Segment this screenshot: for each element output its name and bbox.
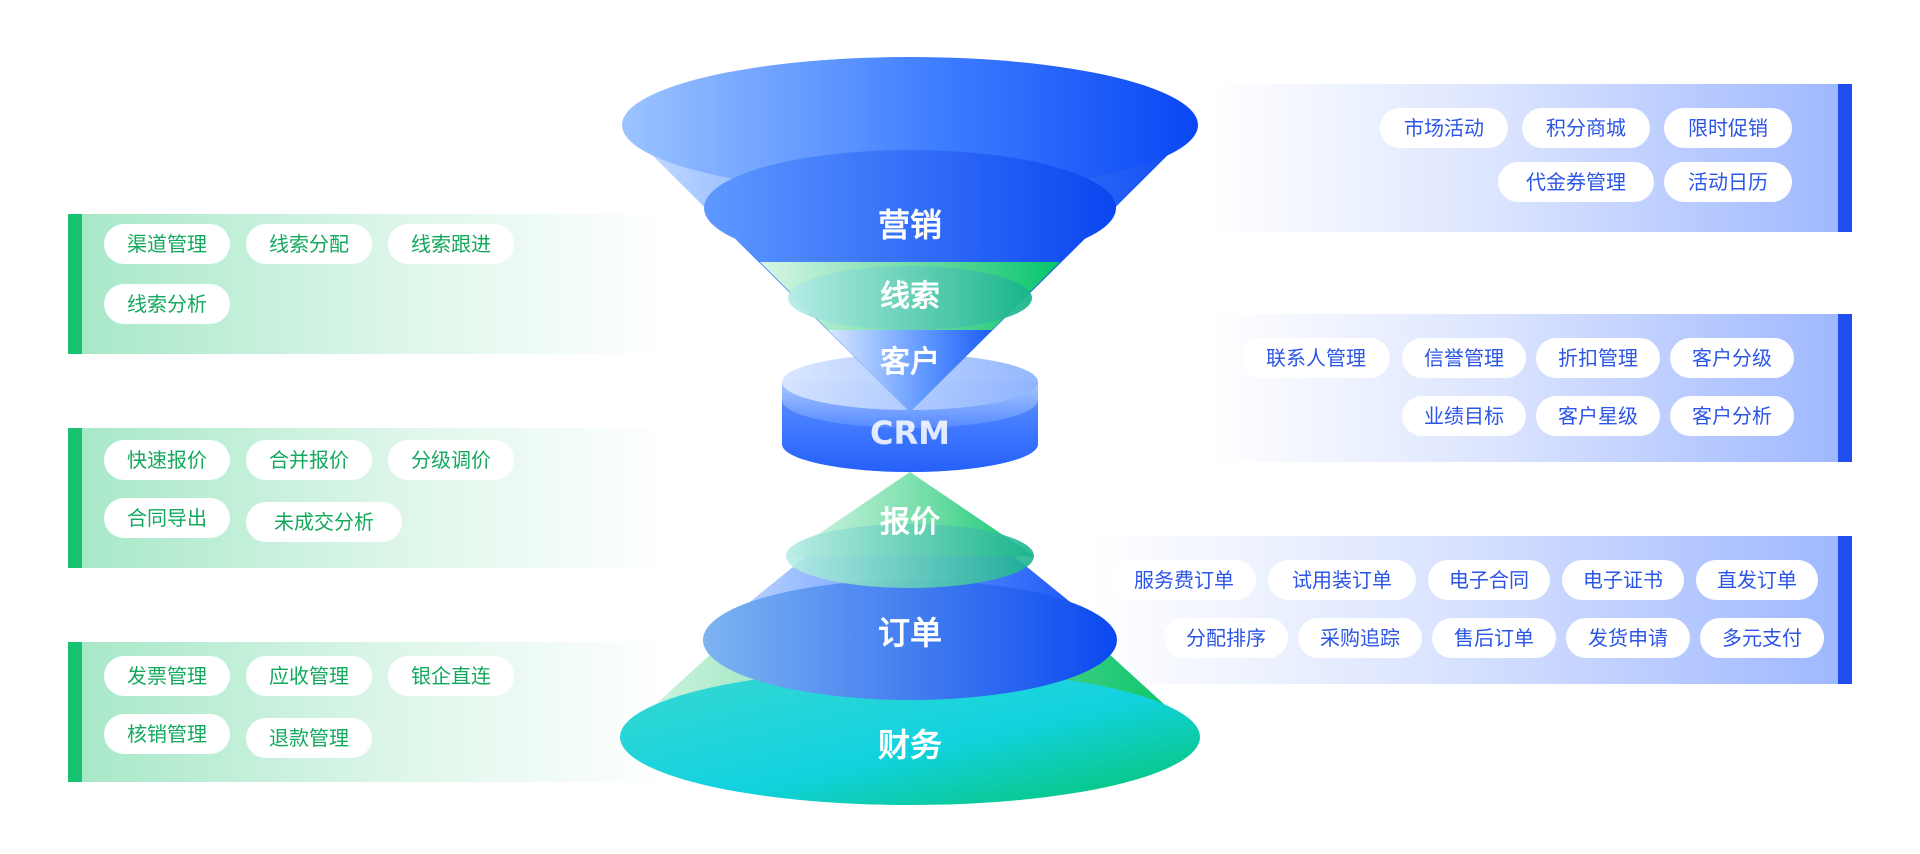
chip-customer-analysis[interactable]: 客户分析 (1670, 396, 1794, 436)
chip-tier-pricing[interactable]: 分级调价 (388, 440, 514, 480)
chip-bank-direct-link[interactable]: 银企直连 (388, 656, 514, 696)
chip-refund-management[interactable]: 退款管理 (246, 718, 372, 758)
chip-e-contract[interactable]: 电子合同 (1428, 560, 1550, 600)
stage-label-marketing: 营销 (878, 206, 942, 244)
chip-market-activity[interactable]: 市场活动 (1380, 108, 1508, 148)
chip-quick-quote[interactable]: 快速报价 (104, 440, 230, 480)
chip-drop-ship-order[interactable]: 直发订单 (1696, 560, 1818, 600)
leads-panel: 渠道管理 线索分配 线索跟进 线索分析 (68, 214, 668, 354)
chip-lead-analysis[interactable]: 线索分析 (104, 284, 230, 324)
orders-ellipse (703, 580, 1117, 700)
order-panel: 服务费订单 试用装订单 电子合同 电子证书 直发订单 分配排序 采购追踪 售后订… (1092, 536, 1852, 684)
stage-label-quote: 报价 (880, 505, 940, 540)
stage-label-leads: 线索 (880, 279, 940, 314)
chip-writeoff-management[interactable]: 核销管理 (104, 714, 230, 754)
leads-ellipse (788, 266, 1032, 330)
chip-lead-assignment[interactable]: 线索分配 (246, 224, 372, 264)
finance-panel: 发票管理 应收管理 银企直连 核销管理 退款管理 (68, 642, 668, 782)
stage-label-customers: 客户 (880, 345, 940, 380)
chip-customer-star-rating[interactable]: 客户星级 (1536, 396, 1660, 436)
chip-shipping-request[interactable]: 发货申请 (1566, 618, 1690, 658)
chip-invoice-management[interactable]: 发票管理 (104, 656, 230, 696)
chip-e-certificate[interactable]: 电子证书 (1562, 560, 1684, 600)
marketing-ellipse (704, 150, 1116, 266)
crm-funnel-diagram: 营销 线索 客户 CRM 报价 订单 财务 (620, 57, 1200, 805)
customers-cone (828, 330, 992, 412)
chip-contact-management[interactable]: 联系人管理 (1242, 338, 1390, 378)
chip-activity-calendar[interactable]: 活动日历 (1664, 162, 1792, 202)
chip-lead-followup[interactable]: 线索跟进 (388, 224, 514, 264)
stage-label-finance: 财务 (878, 726, 942, 764)
chip-contract-export[interactable]: 合同导出 (104, 498, 230, 538)
finance-base (620, 669, 1200, 805)
chip-voucher-management[interactable]: 代金券管理 (1498, 162, 1654, 202)
quote-panel: 快速报价 合并报价 分级调价 合同导出 未成交分析 (68, 428, 668, 568)
chip-after-sales-order[interactable]: 售后订单 (1432, 618, 1556, 658)
chip-flash-sale[interactable]: 限时促销 (1664, 108, 1792, 148)
marketing-rim (622, 57, 1198, 193)
marketing-panel: 市场活动 积分商城 限时促销 代金券管理 活动日历 (1212, 84, 1852, 232)
chip-channel-management[interactable]: 渠道管理 (104, 224, 230, 264)
chip-performance-target[interactable]: 业绩目标 (1402, 396, 1526, 436)
stage-label-crm: CRM (870, 414, 950, 452)
chip-receivables-management[interactable]: 应收管理 (246, 656, 372, 696)
chip-allocation-sorting[interactable]: 分配排序 (1164, 618, 1288, 658)
chip-lost-deal-analysis[interactable]: 未成交分析 (246, 502, 402, 542)
customer-panel: 联系人管理 信誉管理 折扣管理 客户分级 业绩目标 客户星级 客户分析 (1212, 314, 1852, 462)
quote-ellipse (786, 524, 1034, 588)
chip-credit-management[interactable]: 信誉管理 (1402, 338, 1526, 378)
chip-service-fee-order[interactable]: 服务费订单 (1112, 560, 1256, 600)
chip-merge-quote[interactable]: 合并报价 (246, 440, 372, 480)
crm-cylinder-front (782, 400, 1038, 472)
chip-customer-tiering[interactable]: 客户分级 (1670, 338, 1794, 378)
chip-purchase-tracking[interactable]: 采购追踪 (1298, 618, 1422, 658)
chip-discount-management[interactable]: 折扣管理 (1536, 338, 1660, 378)
stage-label-orders: 订单 (878, 614, 942, 652)
chip-points-mall[interactable]: 积分商城 (1522, 108, 1650, 148)
chip-trial-order[interactable]: 试用装订单 (1268, 560, 1416, 600)
chip-multi-payment[interactable]: 多元支付 (1700, 618, 1824, 658)
